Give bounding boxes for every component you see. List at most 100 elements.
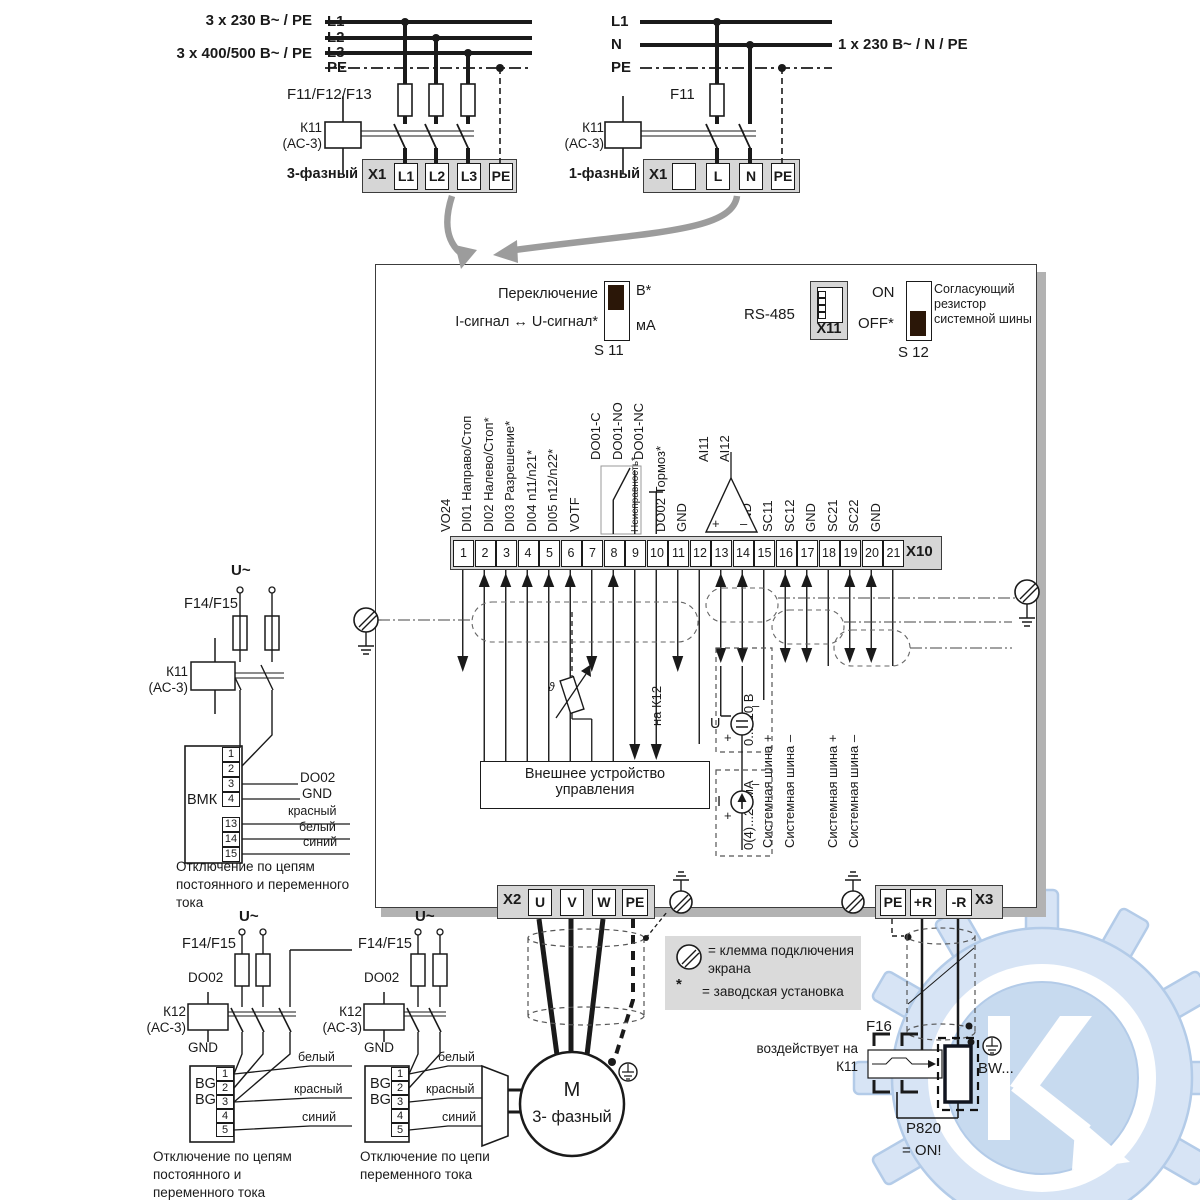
bmk-do02-label: DO02 [300, 770, 336, 785]
rating-3x400: 3 x 400/500 В~ / PE [176, 45, 312, 62]
k12a-t4[interactable]: 4 [216, 1109, 234, 1123]
x10-pin-2[interactable]: 2 [474, 540, 496, 567]
x2-pe[interactable]: PE [622, 889, 648, 916]
bmk-t2[interactable]: 2 [222, 762, 240, 777]
x3-plus-r[interactable]: +R [910, 889, 936, 916]
sig-ai12: AI12 [717, 435, 732, 462]
x10-pin-13[interactable]: 13 [711, 540, 732, 567]
x3-pe[interactable]: PE [880, 889, 906, 916]
x1-1ph-n[interactable]: N [739, 163, 763, 190]
i-source-label: I [717, 794, 722, 810]
x10-pin-11[interactable]: 11 [668, 540, 689, 567]
k12a-t2[interactable]: 2 [216, 1081, 234, 1095]
motor: М 3- фазный [518, 1050, 638, 1158]
sig-do01c: DO01-C [588, 412, 603, 460]
x10-pin-20[interactable]: 20 [861, 540, 883, 567]
x1-1ph-empty[interactable] [672, 163, 696, 190]
k12a-do02-label: DO02 [188, 970, 224, 985]
k12b-u-label: U~ [415, 908, 435, 925]
flow-arrows [444, 195, 741, 269]
bmk-t4[interactable]: 4 [222, 792, 240, 807]
x2-w[interactable]: W [592, 889, 616, 916]
s12-off-label: OFF* [858, 315, 894, 332]
x10-pin-6[interactable]: 6 [560, 540, 582, 567]
bmk-t14[interactable]: 14 [222, 832, 240, 847]
x1-1ph-l[interactable]: L [706, 163, 730, 190]
x10-label: X10 [906, 543, 933, 560]
x10-pin-3[interactable]: 3 [496, 540, 517, 567]
x10-pin-18[interactable]: 18 [818, 540, 840, 567]
x10-pin-7[interactable]: 7 [582, 540, 603, 567]
k12b-do02-label: DO02 [364, 970, 400, 985]
x1-3ph-pe[interactable]: PE [489, 163, 513, 190]
x10-pin-16[interactable]: 16 [775, 540, 797, 567]
bmk-blue-label: синий [303, 835, 338, 849]
k12b-t5[interactable]: 5 [391, 1123, 409, 1137]
mainbox-shadow-right [1037, 272, 1046, 916]
sig-di02: DI02 Налево/Стоп* [481, 417, 496, 532]
x10-pin-1[interactable]: 1 [453, 540, 474, 567]
x2-v[interactable]: V [560, 889, 584, 916]
x10-pin-21[interactable]: 21 [883, 540, 904, 567]
sysbus-plus-2: Системная шина + [825, 734, 840, 849]
x3-minus-r[interactable]: -R [946, 889, 972, 916]
sysbus-plus-1: Системная шина + [760, 734, 775, 849]
x10-pin-4[interactable]: 4 [517, 540, 539, 567]
x10-pin-17[interactable]: 17 [797, 540, 818, 567]
bmk-caption: Отключение по цепям постоянного и переме… [176, 859, 350, 911]
x2-u[interactable]: U [528, 889, 552, 916]
bmk-t1[interactable]: 1 [222, 747, 240, 762]
s12-on-label: ON [872, 284, 895, 301]
k12b-t3[interactable]: 3 [391, 1095, 409, 1109]
sig-di05: DI05 n12/n22* [545, 448, 560, 532]
x1-1ph-pe[interactable]: PE [771, 163, 795, 190]
bmk-u-label: U~ [231, 562, 251, 579]
contactor-k11b-class: (АС-3) [564, 136, 604, 151]
x10-pin-10[interactable]: 10 [646, 540, 668, 567]
sysbus-minus-2: Системная шина – [846, 734, 861, 848]
k12b-t4[interactable]: 4 [391, 1109, 409, 1123]
motor-phase: 3- фазный [532, 1108, 612, 1126]
dip-switch-s12[interactable] [906, 281, 932, 341]
x10-pin-5[interactable]: 5 [539, 540, 560, 567]
bmk-t13[interactable]: 13 [222, 817, 240, 832]
phase3-label: 3-фазный [286, 166, 358, 182]
x10-pin-12[interactable]: 12 [689, 540, 711, 567]
sig-gnd15: GND [739, 503, 754, 532]
s12-slider[interactable] [910, 311, 926, 336]
k12a-t1[interactable]: 1 [216, 1067, 234, 1081]
sig-di01: DI01 Направо/Стоп [459, 415, 474, 532]
bmk-k11-class: (АС-3) [148, 680, 188, 695]
x10-pin-15[interactable]: 15 [754, 540, 775, 567]
k12a-u-label: U~ [239, 908, 259, 925]
bus1-pe-label: PE [611, 59, 632, 76]
x1-3ph-l2[interactable]: L2 [425, 163, 449, 190]
k11-contacts-3ph [393, 123, 470, 151]
k12b-t2[interactable]: 2 [391, 1081, 409, 1095]
k12a-t3[interactable]: 3 [216, 1095, 234, 1109]
bus1-l1-label: L1 [611, 13, 629, 30]
sig-do01nc: DO01-NC [631, 402, 646, 460]
x11-label: X11 [816, 321, 842, 337]
sig-vo24: VO24 [438, 498, 453, 532]
x10-pin-9[interactable]: 9 [625, 540, 646, 567]
sig-di03: DI03 Разрешение* [502, 420, 517, 532]
k12a-white-label: белый [298, 1050, 335, 1064]
bmk-name: ВМК [187, 792, 218, 808]
k12a-t5[interactable]: 5 [216, 1123, 234, 1137]
x10-pin-19[interactable]: 19 [840, 540, 861, 567]
k12b-t1[interactable]: 1 [391, 1067, 409, 1081]
sig-sc22: SC22 [846, 499, 861, 532]
x10-pin-14[interactable]: 14 [732, 540, 754, 567]
x11-pin [818, 298, 826, 305]
s11-slider[interactable] [608, 285, 624, 310]
bmk-gnd-label: GND [302, 786, 332, 801]
x10-pin-8[interactable]: 8 [603, 540, 625, 567]
x1-3ph-l1[interactable]: L1 [394, 163, 418, 190]
bmk-t3[interactable]: 3 [222, 777, 240, 792]
dip-switch-s11[interactable] [604, 281, 630, 341]
x1-3ph-l3[interactable]: L3 [457, 163, 481, 190]
fuse-f11f12f13-label: F11/F12/F13 [287, 86, 372, 103]
sig-gnd18: GND [803, 503, 818, 532]
